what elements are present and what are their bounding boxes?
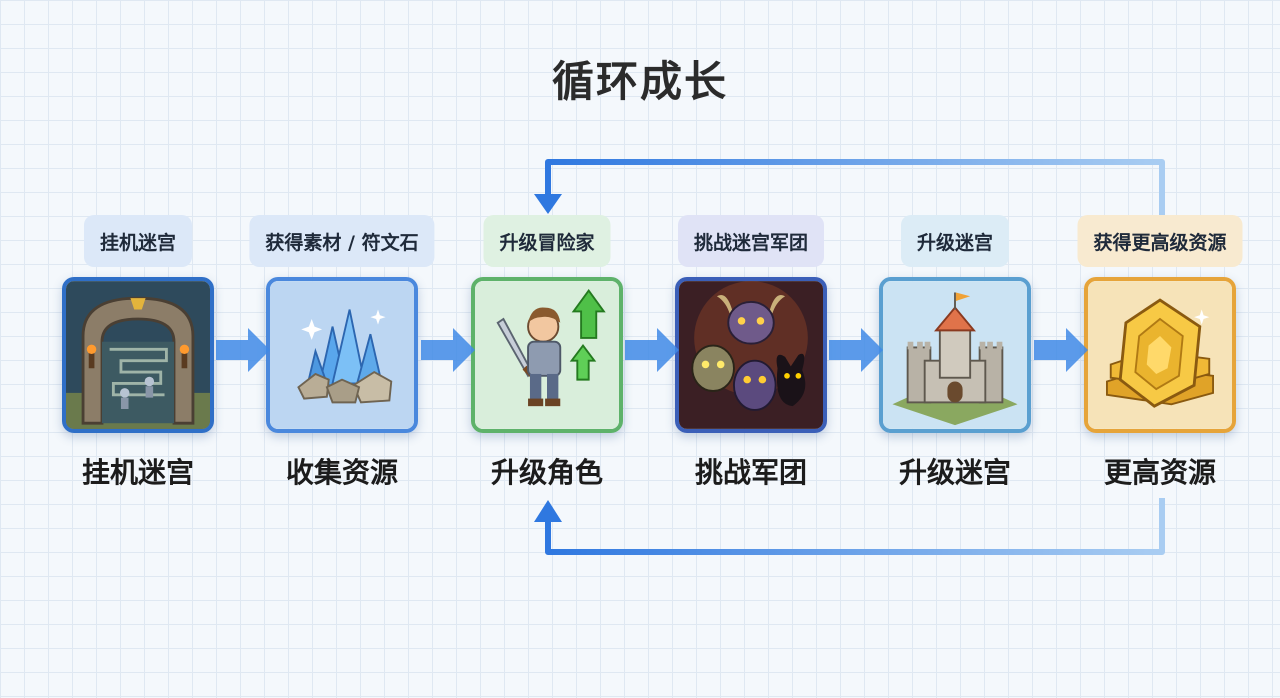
gold-bars-icon [1084, 277, 1236, 433]
step-label: 升级角色 [490, 456, 603, 489]
step-label: 挑战军团 [694, 456, 807, 489]
flow-arrow-3 [625, 328, 679, 372]
maze-gate-icon [62, 277, 214, 433]
diagram-title: 循环成长 [551, 57, 728, 106]
step-upgrade-maze: 升级迷宫 升级迷宫 [865, 215, 1045, 525]
top-loop-arrow [545, 159, 1165, 215]
step-label: 收集资源 [285, 456, 398, 489]
step-upgrade-hero: 升级冒险家 升级角色 [457, 215, 637, 525]
step-collect-resources: 获得素材 / 符文石 收集资源 [249, 215, 435, 525]
flow-arrow-5 [1034, 328, 1088, 372]
step-label: 更高资源 [1103, 456, 1216, 489]
step-tag: 升级冒险家 [483, 215, 611, 267]
step-idle-maze: 挂机迷宫 挂机迷宫 [48, 215, 228, 525]
step-challenge-legion: 挑战迷宫军团 挑战军团 [661, 215, 841, 525]
flow-arrow-2 [421, 328, 475, 372]
knight-upgrade-icon [471, 277, 623, 433]
step-tag: 升级迷宫 [900, 215, 1010, 267]
flow-arrow-1 [216, 328, 270, 372]
step-label: 升级迷宫 [898, 456, 1011, 489]
demon-legion-icon [675, 277, 827, 433]
step-label: 挂机迷宫 [81, 456, 194, 489]
castle-icon [879, 277, 1031, 433]
crystal-ore-icon [266, 277, 418, 433]
step-tag: 挂机迷宫 [83, 215, 193, 267]
step-tag: 挑战迷宫军团 [677, 215, 825, 267]
step-higher-resources: 获得更高级资源 更高资源 [1070, 215, 1250, 525]
step-tag: 获得素材 / 符文石 [249, 215, 435, 267]
flow-arrow-4 [829, 328, 883, 372]
step-tag: 获得更高级资源 [1077, 215, 1243, 267]
top-loop-arrowhead [534, 194, 562, 214]
